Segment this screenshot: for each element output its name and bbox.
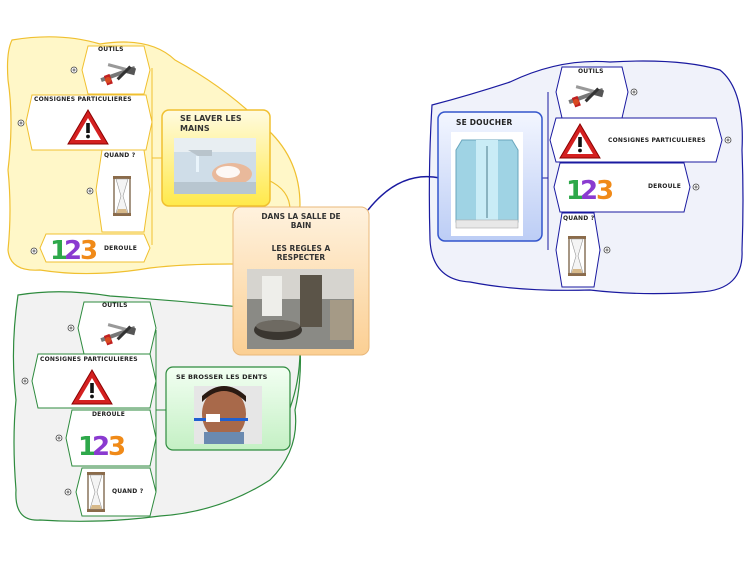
yellow-quand-expand-icon[interactable] (86, 187, 94, 195)
green-outils-expand-icon[interactable] (67, 324, 75, 332)
yellow-deroule-label: DEROULE (104, 245, 137, 252)
yellow-deroule-node[interactable] (39, 233, 151, 266)
blue-outils-expand-icon[interactable] (630, 88, 638, 96)
center-subtitle-line1: LES REGLES A (271, 244, 331, 253)
yellow-quand-node[interactable] (95, 149, 151, 233)
blue-consignes-node[interactable] (549, 117, 723, 163)
yellow-deroule-expand-icon[interactable] (30, 247, 38, 255)
yellow-outils-expand-icon[interactable] (70, 66, 78, 74)
center-title-line2: BAIN (290, 221, 312, 230)
green-deroule-node[interactable] (65, 409, 157, 467)
blue-deroule-label: DEROULE (648, 183, 681, 190)
center-subtitle-line2: RESPECTER (276, 253, 326, 262)
yellow-main-title: SE LAVER LES MAINS (180, 114, 242, 134)
green-quand-node[interactable] (75, 467, 157, 517)
connector-center-blue (367, 175, 441, 211)
blue-deroule-node[interactable] (553, 162, 691, 213)
yellow-main-line1: SE LAVER LES (180, 114, 242, 123)
blue-outils-label: OUTILS (578, 68, 604, 75)
green-consignes-expand-icon[interactable] (21, 377, 29, 385)
center-subtitle: LES REGLES A RESPECTER (240, 244, 362, 262)
yellow-main-line2: MAINS (180, 124, 210, 133)
yellow-tree-lines (151, 68, 162, 245)
blue-deroule-expand-icon[interactable] (692, 183, 700, 191)
yellow-consignes-node[interactable] (25, 94, 153, 151)
green-tree-lines (155, 330, 166, 492)
yellow-consignes-label: CONSIGNES PARTICULIERES (34, 96, 132, 103)
green-consignes-label: CONSIGNES PARTICULIERES (40, 356, 138, 363)
blue-quand-node[interactable] (555, 212, 601, 288)
yellow-consignes-expand-icon[interactable] (17, 119, 25, 127)
center-title-line1: DANS LA SALLE DE (261, 212, 341, 221)
blue-consignes-expand-icon[interactable] (724, 136, 732, 144)
yellow-quand-label: QUAND ? (104, 152, 136, 159)
green-quand-expand-icon[interactable] (64, 488, 72, 496)
green-deroule-label: DEROULE (92, 411, 125, 418)
green-deroule-expand-icon[interactable] (55, 434, 63, 442)
hands-washing-photo (174, 138, 256, 194)
yellow-outils-node[interactable] (81, 45, 151, 95)
center-title: DANS LA SALLE DE BAIN (240, 212, 362, 230)
green-quand-label: QUAND ? (112, 488, 144, 495)
blue-quand-expand-icon[interactable] (603, 246, 611, 254)
green-consignes-node[interactable] (31, 353, 157, 409)
yellow-outils-label: OUTILS (98, 46, 124, 53)
blue-main-label: SE DOUCHER (456, 118, 513, 127)
shower-cabin-photo (451, 132, 523, 236)
blue-consignes-label: CONSIGNES PARTICULIERES (608, 137, 706, 144)
bathroom-photo (247, 269, 354, 349)
green-main-label: SE BROSSER LES DENTS (176, 373, 268, 381)
green-outils-label: OUTILS (102, 302, 128, 309)
boy-brushing-teeth-photo (194, 386, 262, 444)
blue-quand-label: QUAND ? (563, 215, 595, 222)
green-outils-node[interactable] (77, 301, 157, 355)
